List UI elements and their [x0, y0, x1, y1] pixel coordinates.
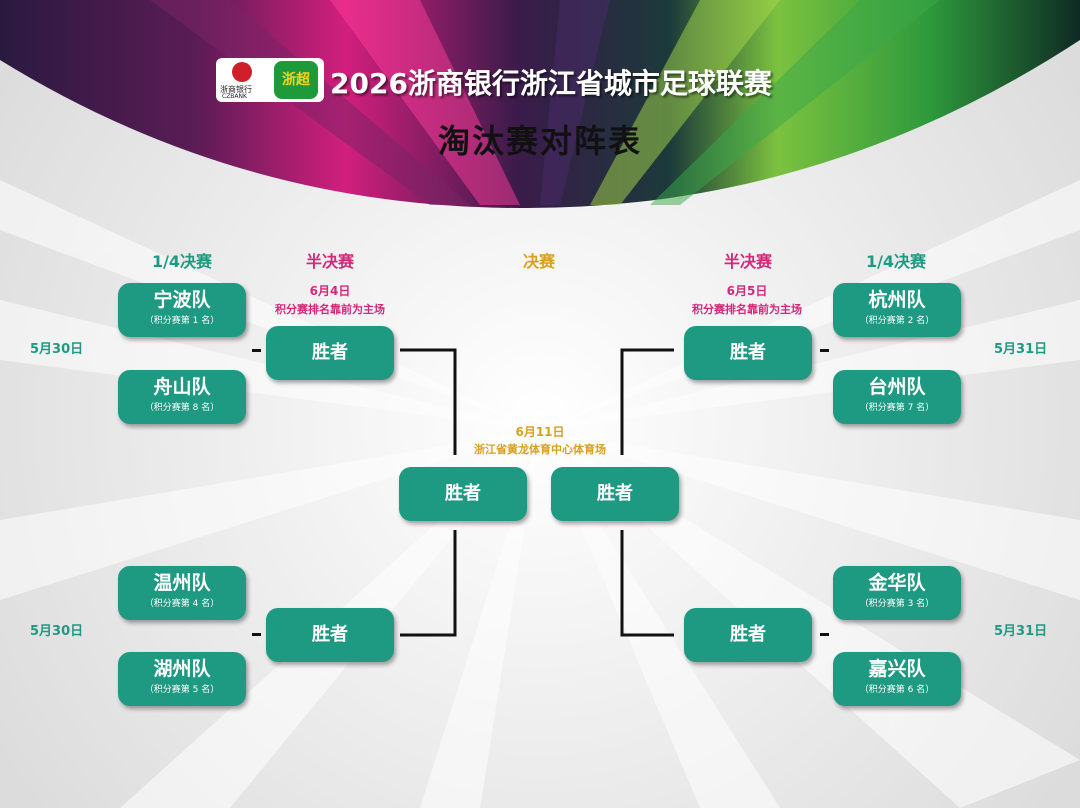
- sf-left-date: 6月4日: [309, 284, 351, 298]
- team-rank: （积分赛第 4 名）: [144, 599, 220, 609]
- team-rank: （积分赛第 8 名）: [144, 403, 220, 413]
- round-label-sf-left: 半决赛: [305, 252, 354, 271]
- connector-dash: [252, 633, 261, 636]
- winner-box-sf-left-top: 胜者: [266, 326, 394, 380]
- sf-right-note: 积分赛排名靠前为主场: [692, 303, 802, 316]
- qf-date-right-bottom: 5月31日: [994, 624, 1048, 639]
- winner-box-final-left: 胜者: [399, 467, 527, 521]
- team-name: 杭州队: [868, 289, 926, 311]
- team-rank: （积分赛第 7 名）: [859, 403, 935, 413]
- final-date: 6月11日: [515, 425, 565, 439]
- winner-box-final-right: 胜者: [551, 467, 679, 521]
- connector-dash: [252, 349, 261, 352]
- round-label-final: 决赛: [522, 252, 555, 271]
- qf-date-left-bottom: 5月30日: [30, 624, 84, 639]
- connector-dash: [820, 349, 829, 352]
- team-rank: （积分赛第 5 名）: [144, 685, 220, 695]
- connector-dash: [820, 633, 829, 636]
- bracket-line-right-bottom: [620, 530, 674, 637]
- qf-date-left-top: 5月30日: [30, 342, 84, 357]
- sf-right-date: 6月5日: [726, 284, 768, 298]
- czbank-name-en: CZBANK: [222, 93, 247, 100]
- team-card-wenzhou: 温州队 （积分赛第 4 名）: [118, 566, 246, 620]
- winner-box-sf-right-top: 胜者: [684, 326, 812, 380]
- sf-left-note: 积分赛排名靠前为主场: [275, 303, 385, 316]
- winner-box-sf-right-bottom: 胜者: [684, 608, 812, 662]
- team-rank: （积分赛第 2 名）: [859, 316, 935, 326]
- sponsor-logo: 浙商银行 CZBANK 浙超: [216, 58, 324, 102]
- round-label-qf-left: 1/4决赛: [151, 252, 213, 271]
- bracket-line-left-bottom: [400, 530, 457, 637]
- league-logo-text: 浙超: [282, 72, 310, 88]
- team-rank: （积分赛第 3 名）: [859, 599, 935, 609]
- team-name: 台州队: [868, 376, 926, 398]
- team-card-taizhou: 台州队 （积分赛第 7 名）: [833, 370, 961, 424]
- team-name: 湖州队: [153, 658, 211, 680]
- team-name: 舟山队: [153, 376, 211, 398]
- czbank-logo-icon: [232, 62, 252, 82]
- league-logo-icon: 浙超: [274, 61, 318, 99]
- team-rank: （积分赛第 1 名）: [144, 316, 220, 326]
- round-label-sf-right: 半决赛: [723, 252, 772, 271]
- team-card-huzhou: 湖州队 （积分赛第 5 名）: [118, 652, 246, 706]
- team-rank: （积分赛第 6 名）: [859, 685, 935, 695]
- team-card-hangzhou: 杭州队 （积分赛第 2 名）: [833, 283, 961, 337]
- czbank-name: 浙商银行: [220, 85, 252, 94]
- team-name: 温州队: [153, 572, 211, 594]
- team-card-jiaxing: 嘉兴队 （积分赛第 6 名）: [833, 652, 961, 706]
- round-label-qf-right: 1/4决赛: [865, 252, 927, 271]
- final-venue: 浙江省黄龙体育中心体育场: [474, 443, 606, 456]
- bracket-line-left-top: [400, 348, 457, 455]
- bracket-line-right-top: [620, 348, 674, 455]
- page-title: 2026浙商银行浙江省城市足球联赛: [330, 67, 772, 100]
- team-card-ningbo: 宁波队 （积分赛第 1 名）: [118, 283, 246, 337]
- team-name: 金华队: [868, 572, 926, 594]
- winner-box-sf-left-bottom: 胜者: [266, 608, 394, 662]
- qf-date-right-top: 5月31日: [994, 342, 1048, 357]
- team-name: 嘉兴队: [868, 658, 926, 680]
- page-subtitle: 淘汰赛对阵表: [437, 122, 642, 160]
- team-card-zhoushan: 舟山队 （积分赛第 8 名）: [118, 370, 246, 424]
- team-card-jinhua: 金华队 （积分赛第 3 名）: [833, 566, 961, 620]
- team-name: 宁波队: [153, 289, 211, 311]
